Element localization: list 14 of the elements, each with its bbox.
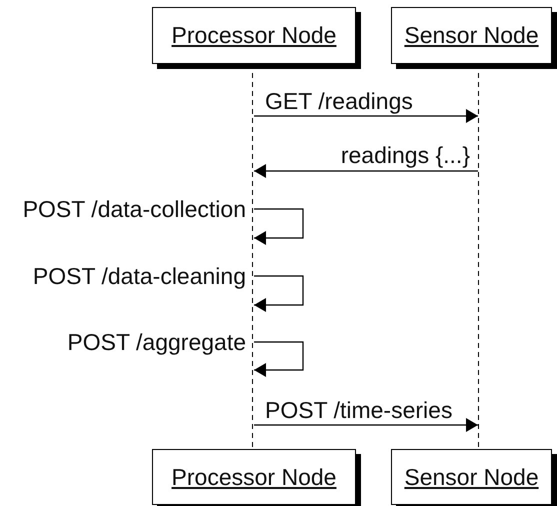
self-message-arrow — [254, 341, 304, 377]
lifeline — [252, 64, 254, 449]
edge-label: POST /data-cleaning — [32, 263, 246, 289]
edge-label: POST /aggregate — [67, 329, 246, 355]
self-message-arrow — [254, 275, 304, 312]
self-message-arrow — [254, 208, 304, 245]
edge-label: readings {...} — [340, 142, 470, 168]
edge-label: POST /time-series — [265, 397, 452, 423]
lifeline — [478, 64, 480, 449]
message-arrow — [254, 418, 478, 432]
message-arrow — [254, 164, 478, 178]
edge-label: GET /readings — [265, 88, 413, 114]
edge-label: POST /data-collection — [22, 196, 246, 222]
message-arrow — [254, 109, 478, 123]
